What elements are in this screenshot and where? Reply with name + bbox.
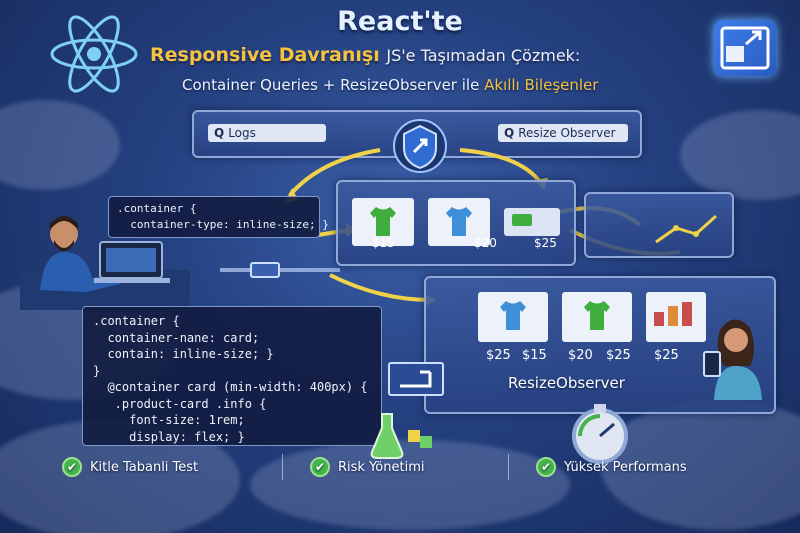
search-input-logs[interactable]: Q Logs	[208, 124, 326, 142]
line-chart-icon	[655, 214, 718, 244]
search-logs-text: Logs	[228, 126, 256, 140]
cloud-decoration	[600, 400, 800, 530]
cloud-decoration	[250, 440, 570, 530]
tshirt-icon	[446, 207, 472, 236]
connector-line	[220, 268, 340, 272]
check-icon: ✔	[536, 457, 556, 477]
subtitle-rest: JS'e Taşımadan Çözmek:	[386, 46, 581, 65]
check-icon: ✔	[62, 457, 82, 477]
code-line: contain: inline-size; }	[93, 347, 274, 361]
feature-risk-management: ✔ Risk Yönetimi	[310, 457, 424, 477]
connector-device-icon	[250, 262, 280, 278]
tshirt-icon	[370, 207, 396, 236]
feature-high-performance: ✔ Yüksek Performans	[536, 457, 687, 477]
subtitle-highlight: Responsive Davranışı	[150, 44, 380, 66]
product-card	[646, 292, 706, 342]
feature-label: Risk Yönetimi	[338, 459, 425, 475]
resize-observer-label: ResizeObserver	[508, 374, 625, 392]
resize-icon	[388, 362, 444, 396]
product-price: $25	[534, 236, 557, 250]
cloud-decoration	[0, 100, 120, 190]
divider	[508, 454, 509, 480]
code-line: display: flex; }	[93, 429, 245, 444]
product-bar-icon	[654, 312, 664, 326]
code-line: container-type: inline-size; }	[117, 218, 329, 231]
feature-label: Kitle Tabanli Test	[90, 459, 199, 475]
product-price: $25	[654, 348, 679, 363]
tshirt-icon	[500, 301, 526, 330]
search-icon: Q	[214, 126, 225, 140]
product-price: $15	[372, 236, 395, 250]
tagline-part1: Container Queries + ResizeObserver ile	[182, 76, 480, 94]
search-icon: Q	[504, 126, 515, 140]
tshirt-icon	[584, 301, 610, 330]
page-subtitle: Responsive Davranışı JS'e Taşımadan Çözm…	[150, 44, 580, 66]
product-bar-icon	[668, 306, 678, 326]
developer-illustration	[20, 216, 190, 310]
product-bar-icon	[682, 302, 692, 326]
product-card	[478, 292, 548, 342]
product-price: $25	[606, 348, 631, 363]
product-price: $25	[486, 348, 511, 363]
resize-shield-icon	[393, 119, 447, 173]
code-line: .product-card .info {	[93, 396, 267, 411]
code-line: font-size: 1rem;	[93, 413, 245, 427]
code-line: container-nane: card;	[93, 330, 260, 345]
code-line: @container card (min-width: 400px) {	[93, 380, 368, 394]
search-resize-text: Resize Observer	[518, 126, 616, 140]
product-card	[352, 198, 414, 246]
react-logo-icon	[50, 15, 138, 93]
product-price: $20	[474, 236, 497, 250]
code-line: }	[93, 363, 101, 378]
expand-icon	[714, 20, 776, 76]
analytics-window	[584, 192, 734, 258]
cloud-decoration	[680, 110, 800, 200]
code-line: .container {	[117, 202, 197, 215]
stopwatch-icon	[572, 404, 628, 464]
product-price: $20	[568, 348, 593, 363]
divider	[282, 454, 283, 480]
flask-icon	[370, 413, 432, 459]
page-tagline: Container Queries + ResizeObserver ile A…	[182, 76, 598, 94]
search-input-resize-observer[interactable]: Q Resize Observer	[498, 124, 628, 142]
tagline-highlight: Akıllı Bileşenler	[484, 76, 599, 94]
check-icon: ✔	[310, 457, 330, 477]
code-snippet-large: .container { container-nane: card; conta…	[82, 306, 382, 446]
product-card	[428, 198, 490, 246]
feature-label: Yüksek Performans	[564, 459, 687, 475]
product-card	[562, 292, 632, 342]
user-with-phone-illustration	[703, 319, 762, 400]
product-tag-icon	[512, 214, 532, 226]
product-price: $15	[522, 348, 547, 363]
feature-audience-test: ✔ Kitle Tabanli Test	[62, 457, 198, 477]
code-line: .container {	[93, 314, 180, 328]
page-title: React'te	[337, 6, 463, 37]
code-snippet-small: .container { container-type: inline-size…	[108, 196, 329, 238]
product-card	[504, 208, 560, 236]
